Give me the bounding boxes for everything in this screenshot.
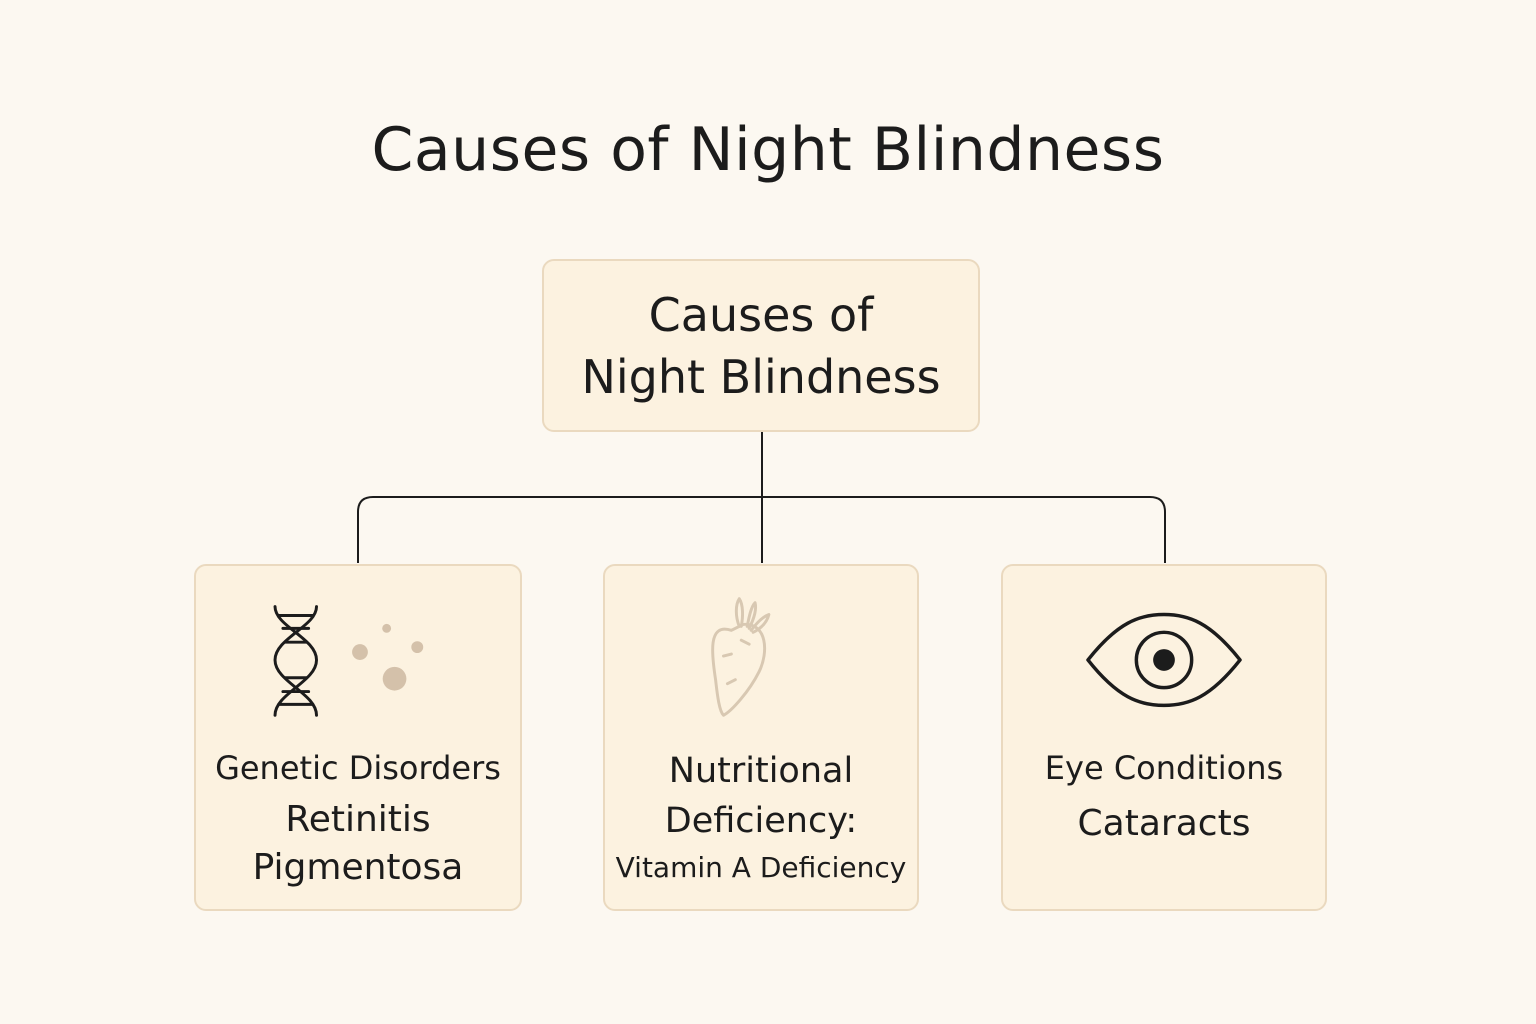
nutrition-category-line-1: Nutritional — [668, 751, 854, 791]
cell-particles-icon — [352, 623, 424, 691]
genetic-condition-line-1: Retinitis — [285, 799, 431, 840]
nutrition-category-line-2: Deficiency: — [664, 801, 858, 841]
genetic-condition-line-2: Pigmentosa — [252, 847, 464, 888]
node-nutritional-deficiency: Nutritional Deficiency: Vitamin A Defici… — [603, 564, 919, 911]
node-eye-conditions: Eye Conditions Cataracts — [1001, 564, 1327, 911]
genetic-icon-group — [196, 592, 520, 722]
dna-icon — [273, 605, 318, 717]
root-node-label-line-1: Causes of — [648, 287, 874, 342]
page-title: Causes of Night Blindness — [371, 115, 1165, 185]
root-node: Causes of Night Blindness — [542, 259, 980, 432]
nutrition-icon-group — [605, 592, 917, 722]
connector-bus — [357, 496, 1166, 563]
eye-condition-label: Cataracts — [1077, 803, 1251, 844]
eye-icon-group — [1003, 592, 1325, 722]
carrot-icon — [711, 597, 771, 717]
root-node-label-line-2: Night Blindness — [581, 349, 941, 404]
genetic-category-label: Genetic Disorders — [215, 749, 501, 787]
eye-icon — [1086, 612, 1242, 708]
eye-category-label: Eye Conditions — [1044, 749, 1284, 787]
node-genetic-disorders: Genetic Disorders Retinitis Pigmentosa — [194, 564, 522, 911]
nutrition-condition-label: Vitamin A Deficiency — [615, 851, 907, 884]
